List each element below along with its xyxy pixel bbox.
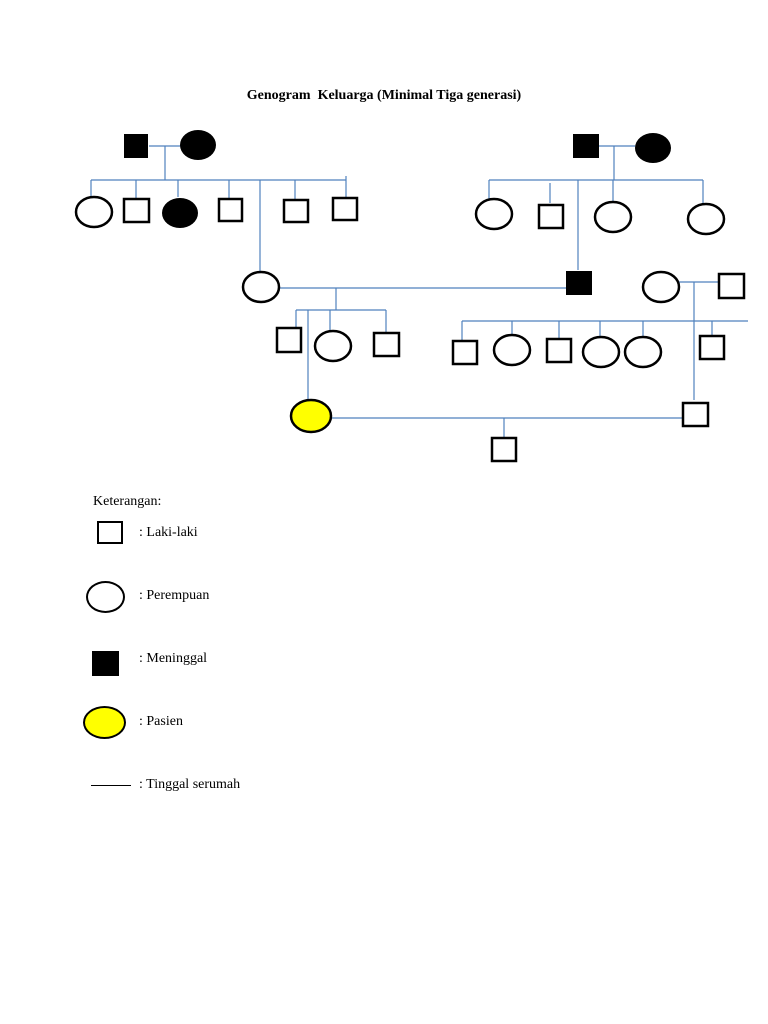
legend-label-male: : Laki-laki <box>139 525 198 540</box>
legend-label-female: : Perempuan <box>139 588 210 603</box>
legend-female-circle-icon <box>86 581 125 613</box>
connector-lines <box>90 145 748 438</box>
male-member <box>217 197 244 223</box>
deceased-female-member <box>162 198 198 228</box>
legend-patient-circle-icon <box>83 706 126 739</box>
legend-heading: Keterangan: <box>93 494 162 509</box>
female-member <box>74 195 114 229</box>
legend-male-square-icon <box>97 521 123 544</box>
male-member <box>698 334 726 361</box>
female-member <box>313 329 353 363</box>
female-member <box>593 200 633 234</box>
deceased-grandmother-paternal <box>180 130 216 160</box>
legend-label-cohabitation: : Tinggal serumah <box>139 777 241 792</box>
male-member <box>372 331 401 358</box>
male-member <box>331 196 359 222</box>
male-member <box>545 337 573 364</box>
female-member <box>623 335 663 369</box>
legend-deceased-square-icon <box>92 651 119 676</box>
male-member <box>451 339 479 366</box>
legend-label-patient: : Pasien <box>139 714 183 729</box>
spouse-mother-female-member <box>641 270 681 304</box>
male-member <box>282 198 310 224</box>
family-members <box>74 130 746 463</box>
patient-female <box>289 398 333 434</box>
deceased-father <box>566 271 592 295</box>
male-member <box>537 203 565 230</box>
diagram-title: Genogram Keluarga (Minimal Tiga generasi… <box>246 88 522 103</box>
spouse-father-male-member <box>717 272 746 300</box>
legend-label-deceased: : Meninggal <box>139 651 208 666</box>
mother-female-member <box>241 270 281 304</box>
patient-spouse-male <box>681 401 710 428</box>
male-member <box>275 326 303 354</box>
legend-cohabitation-line-icon <box>91 785 131 786</box>
deceased-grandfather-maternal <box>573 134 599 158</box>
deceased-grandmother-maternal <box>635 133 671 163</box>
female-member <box>492 333 532 367</box>
female-member <box>581 335 621 369</box>
female-member <box>686 202 726 236</box>
female-member <box>474 197 514 231</box>
genogram-diagram <box>74 130 748 463</box>
child-male-member <box>490 436 518 463</box>
male-member <box>122 197 151 224</box>
deceased-grandfather-paternal <box>124 134 148 158</box>
